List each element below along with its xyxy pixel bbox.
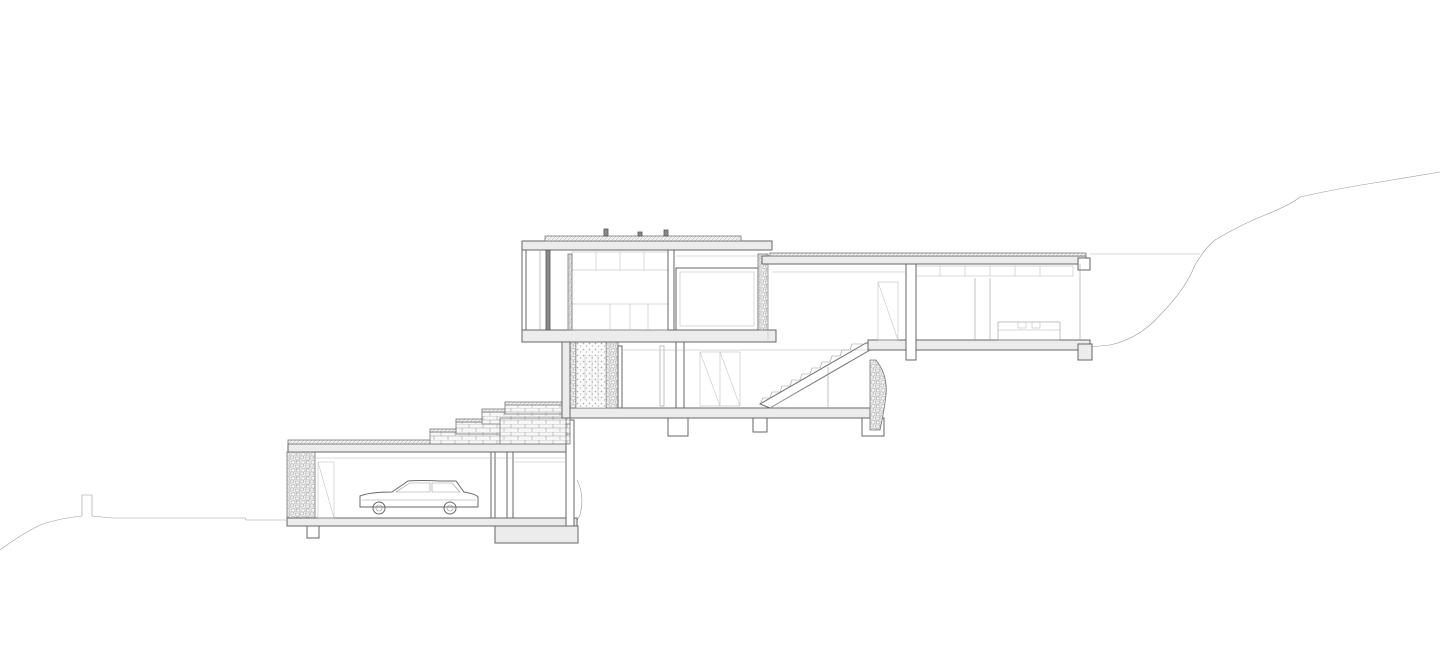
- exterior-stairs: [429, 401, 571, 445]
- cantilever-wing: [761, 252, 1093, 361]
- interior-stair: [758, 342, 871, 409]
- upper-level-box: [521, 228, 777, 419]
- garage-level: [286, 419, 579, 544]
- sofa: [997, 321, 1061, 341]
- middle-level: [565, 341, 887, 437]
- terrain-line: [0, 171, 1440, 551]
- car: [359, 480, 479, 515]
